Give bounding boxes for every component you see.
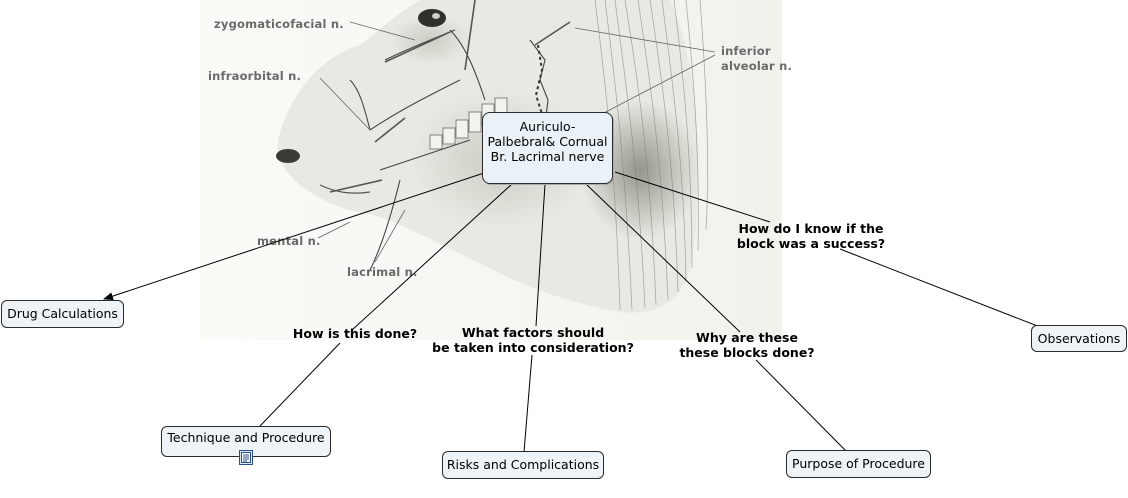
node-drug-calculations[interactable]: Drug Calculations xyxy=(1,300,124,328)
node-purpose-procedure[interactable]: Purpose of Procedure xyxy=(786,450,931,478)
center-node-line1: Auriculo- xyxy=(519,119,576,134)
node-purpose-procedure-label: Purpose of Procedure xyxy=(792,456,925,471)
center-node-line3: Br. Lacrimal nerve xyxy=(490,149,605,164)
link-label-how-done: How is this done? xyxy=(293,326,417,341)
connector-factors-lower xyxy=(523,354,533,453)
connector-how-done-upper xyxy=(351,183,513,331)
label-inferior-alveolar-nerve-line2: alveolar n. xyxy=(721,59,793,73)
link-label-factors: What factors should be taken into consid… xyxy=(432,325,634,355)
node-risks-complications-label: Risks and Complications xyxy=(446,457,600,472)
connector-success-lower xyxy=(839,248,1041,328)
connector-why-upper xyxy=(585,183,741,333)
link-label-success-line1: How do I know if the xyxy=(738,221,884,236)
label-mental-nerve: mental n. xyxy=(257,234,321,248)
label-inferior-alveolar-nerve-line1: inferior xyxy=(721,44,771,58)
label-zygomaticofacial-nerve: zygomaticofacial n. xyxy=(214,17,344,31)
label-infraorbital-nerve: infraorbital n. xyxy=(208,69,302,83)
connector-factors-upper xyxy=(535,183,546,327)
link-label-factors-line2: be taken into consideration? xyxy=(432,340,634,355)
center-node-line2: Palbebral& Cornual xyxy=(487,134,608,149)
document-icon[interactable] xyxy=(239,450,253,465)
link-label-how-done-text: How is this done? xyxy=(292,326,418,341)
link-label-why-line2: these blocks done? xyxy=(679,345,815,360)
connector-success-upper xyxy=(614,171,771,223)
link-label-why-line1: Why are these xyxy=(696,330,798,345)
node-risks-complications[interactable]: Risks and Complications xyxy=(442,451,604,479)
center-node[interactable]: Auriculo- Palbebral& Cornual Br. Lacrima… xyxy=(482,112,613,184)
link-label-success: How do I know if the block was a success… xyxy=(737,221,885,251)
connector-why-lower xyxy=(755,359,847,452)
label-lacrimal-nerve: lacrimal n. xyxy=(347,265,418,279)
node-technique-procedure-label: Technique and Procedure xyxy=(167,430,325,445)
link-label-success-line2: block was a success? xyxy=(736,236,886,251)
link-label-why: Why are these these blocks done? xyxy=(679,330,814,360)
node-observations-label: Observations xyxy=(1037,331,1121,346)
connector-drug-calculations xyxy=(103,172,485,300)
connector-how-done-lower xyxy=(259,342,341,427)
node-observations[interactable]: Observations xyxy=(1031,325,1127,352)
node-drug-calculations-label: Drug Calculations xyxy=(7,306,118,321)
link-label-factors-line1: What factors should xyxy=(461,325,605,340)
